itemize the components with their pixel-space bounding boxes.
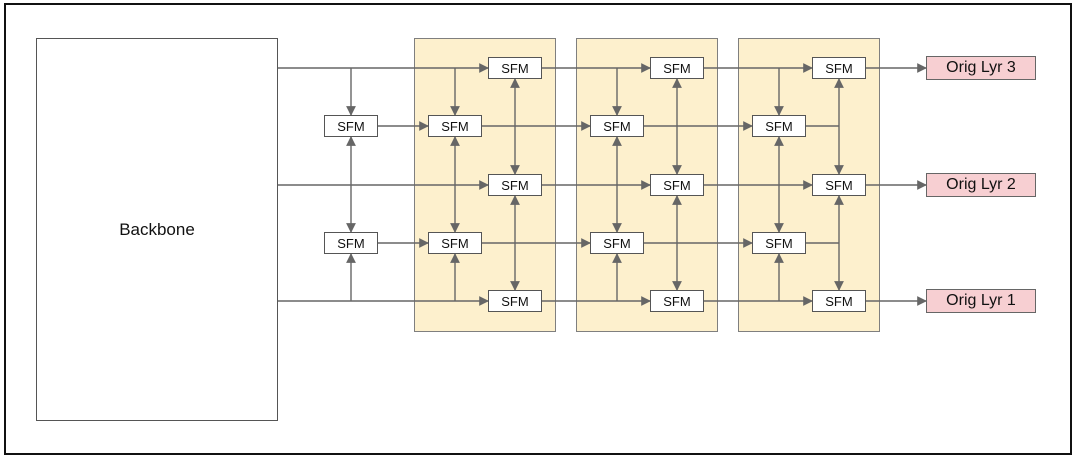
output-label-3: Orig Lyr 1 — [926, 289, 1036, 313]
sfm-node: SFM — [590, 115, 644, 137]
sfm-node: SFM — [812, 174, 866, 196]
sfm-node: SFM — [488, 290, 542, 312]
sfm-node: SFM — [428, 115, 482, 137]
diagram-frame — [4, 3, 1072, 455]
sfm-node: SFM — [428, 232, 482, 254]
sfm-node: SFM — [650, 290, 704, 312]
sfm-node: SFM — [812, 290, 866, 312]
sfm-node: SFM — [650, 174, 704, 196]
sfm-node: SFM — [812, 57, 866, 79]
sfm-node: SFM — [488, 57, 542, 79]
sfm-node: SFM — [488, 174, 542, 196]
output-label-2: Orig Lyr 2 — [926, 173, 1036, 197]
sfm-node: SFM — [324, 115, 378, 137]
sfm-node: SFM — [324, 232, 378, 254]
backbone-label: Backbone — [119, 219, 195, 239]
output-label-1: Orig Lyr 3 — [926, 56, 1036, 80]
sfm-node: SFM — [752, 115, 806, 137]
backbone-block: Backbone — [36, 38, 278, 421]
sfm-node: SFM — [590, 232, 644, 254]
sfm-node: SFM — [752, 232, 806, 254]
sfm-node: SFM — [650, 57, 704, 79]
